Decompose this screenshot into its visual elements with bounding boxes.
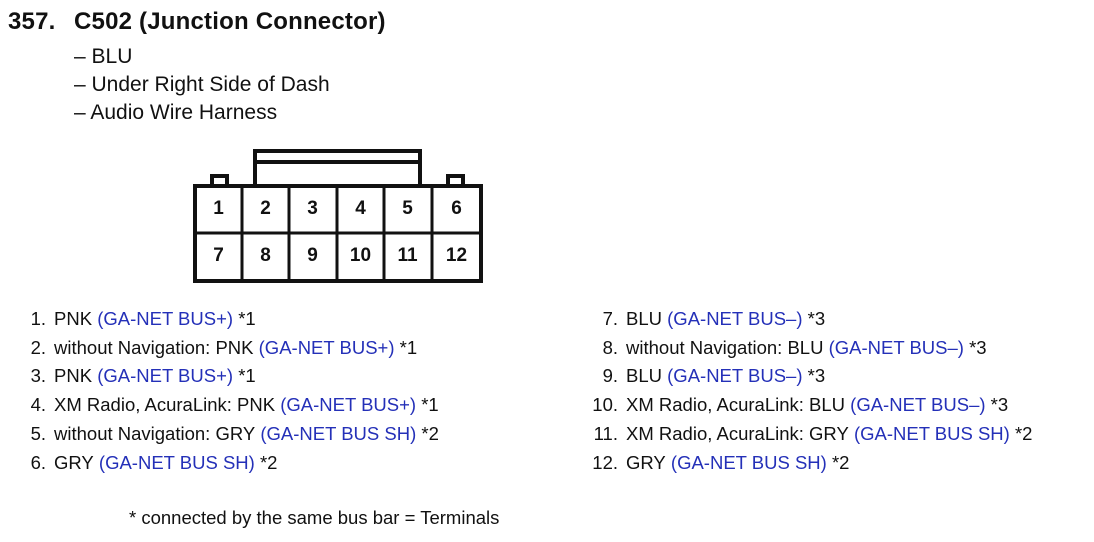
pin-note: *3 [807,308,826,329]
pin-item: 6. GRY (GA-NET BUS SH) *2 [16,449,439,478]
pin-signal: (GA-NET BUS–) [828,336,964,358]
pin-wire: XM Radio, AcuraLink: PNK [54,394,276,416]
detail-harness: – Audio Wire Harness [74,101,278,124]
cavity-12: 12 [445,245,468,266]
pin-signal: (GA-NET BUS–) [667,365,803,387]
pin-signal: (GA-NET BUS SH) [853,422,1010,444]
pin-number: 2. [30,336,46,358]
pin-item: 10. XM Radio, AcuraLink: BLU (GA-NET BUS… [588,391,1032,420]
pin-wire: PNK [54,365,93,387]
pin-wire: XM Radio, AcuraLink: BLU [626,394,846,416]
pin-note: *2 [259,451,278,473]
connector-title: C502 (Junction Connector) [74,8,386,35]
pin-number: 1. [30,308,46,329]
pin-note: *3 [969,336,987,358]
cavity-9: 9 [307,245,318,266]
pin-note: *1 [238,308,256,329]
pin-wire: BLU [626,308,662,329]
pin-number: 6. [30,451,46,473]
cavity-2: 2 [260,198,271,219]
pin-item: 5. without Navigation: GRY (GA-NET BUS S… [16,420,439,449]
pin-number: 7. [602,308,618,329]
pin-item: 3. PNK (GA-NET BUS+) *1 [16,362,439,391]
pin-note: *3 [807,365,826,387]
pin-wire: GRY [54,451,94,473]
cavity-3: 3 [307,198,318,219]
pin-note: *2 [1014,422,1033,444]
pin-item: 11. XM Radio, AcuraLink: GRY (GA-NET BUS… [588,420,1033,449]
pin-item: 12. GRY (GA-NET BUS SH) *2 [588,449,1032,478]
pin-wire: without Navigation: BLU [626,336,824,358]
pin-number: 3. [30,365,46,387]
pin-item: 4. XM Radio, AcuraLink: PNK (GA-NET BUS+… [16,391,439,420]
pin-wire: XM Radio, AcuraLink: GRY [626,422,849,444]
pin-item: 1. PNK (GA-NET BUS+) *1 [16,305,439,334]
cavity-10: 10 [349,245,372,266]
pin-number: 5. [30,422,46,444]
cavity-5: 5 [402,198,413,219]
pin-item: 7. BLU (GA-NET BUS–) *3 [588,305,1032,334]
pin-signal: (GA-NET BUS+) [97,365,234,387]
pin-note: *1 [238,365,256,387]
pin-note: *3 [990,394,1009,416]
pin-signal: (GA-NET BUS SH) [260,422,417,444]
pin-wire: GRY [626,451,666,473]
page-title: 357. C502 (Junction Connector) [8,8,386,36]
detail-color: – BLU [74,45,133,68]
pin-signal: (GA-NET BUS SH) [98,451,255,473]
pin-item: 8. without Navigation: BLU (GA-NET BUS–)… [588,334,1032,363]
pin-number: 12. [592,451,618,473]
pin-list-right: 7. BLU (GA-NET BUS–) *3 8. without Navig… [588,305,1032,477]
cavity-1: 1 [213,198,224,219]
cavity-8: 8 [260,245,271,266]
cavity-7: 7 [213,245,224,266]
detail-location: – Under Right Side of Dash [74,73,330,96]
pin-wire: without Navigation: PNK [54,336,254,358]
pin-signal: (GA-NET BUS+) [280,394,417,416]
pin-number: 11. [593,422,618,444]
pin-signal: (GA-NET BUS+) [258,336,395,358]
pin-number: 8. [602,336,618,358]
pin-signal: (GA-NET BUS–) [667,308,803,329]
pin-item: 9. BLU (GA-NET BUS–) *3 [588,362,1032,391]
pin-number: 9. [602,365,618,387]
pin-note: *1 [421,394,439,416]
pin-number: 10. [592,394,618,416]
connector-outline [193,149,483,283]
cavity-6: 6 [451,198,462,219]
pin-wire: PNK [54,308,93,329]
pin-note: *1 [399,336,418,358]
pin-list-left: 1. PNK (GA-NET BUS+) *1 2. without Navig… [16,305,439,477]
cavity-4: 4 [355,198,366,219]
pin-note: *2 [421,422,439,444]
connector-face-diagram: 1 2 3 4 5 6 7 8 9 10 11 12 [190,148,486,284]
pin-signal: (GA-NET BUS SH) [670,451,827,473]
pin-signal: (GA-NET BUS+) [97,308,234,329]
bus-bar-footnote: * connected by the same bus bar = Termin… [129,507,500,528]
pin-wire: BLU [626,365,662,387]
connector-details: – BLU – Under Right Side of Dash – Audio… [74,43,330,127]
section-number: 357. [8,8,56,35]
pin-wire: without Navigation: GRY [54,422,256,444]
cavity-11: 11 [397,245,418,266]
pin-item: 2. without Navigation: PNK (GA-NET BUS+)… [16,334,439,363]
pin-signal: (GA-NET BUS–) [850,394,986,416]
pin-number: 4. [30,394,46,416]
pin-note: *2 [831,451,850,473]
